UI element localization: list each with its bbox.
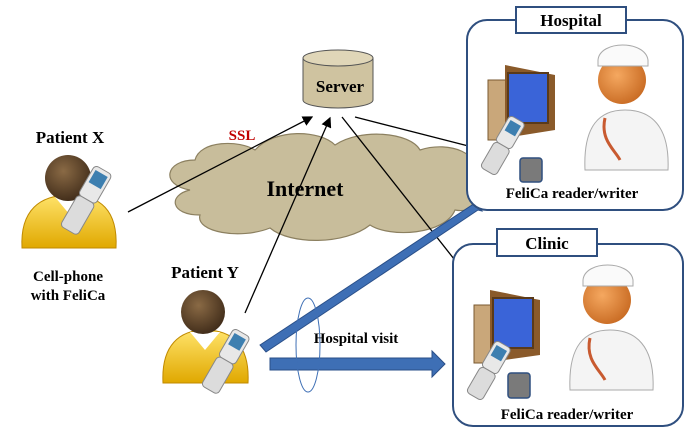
clinic-cellphone-icon	[466, 340, 511, 400]
clinic-doctor-icon	[569, 264, 654, 391]
internet-label: Internet	[267, 176, 345, 201]
cellphone-caption-line2: with FeliCa	[31, 288, 106, 304]
hospital-title: Hospital	[540, 11, 602, 30]
visit-loop-icon	[295, 297, 321, 393]
clinic-title: Clinic	[525, 234, 569, 253]
hospital-reader-label: FeliCa reader/writer	[506, 186, 639, 202]
server-label: Server	[316, 77, 365, 96]
clinic-reader-label: FeliCa reader/writer	[501, 407, 634, 423]
hospital-felica-reader-icon	[519, 157, 543, 183]
patient-x-label: Patient X	[36, 128, 105, 147]
patient-y-to-server-arrow	[244, 116, 332, 314]
patient-y-cellphone-icon	[201, 328, 250, 394]
hospital-visit-label: Hospital visit	[314, 331, 399, 347]
patient-y-label: Patient Y	[171, 263, 239, 282]
clinic-felica-reader-icon	[507, 372, 531, 399]
ssl-label: SSL	[229, 128, 256, 144]
patient-x-to-server-arrow	[127, 116, 314, 213]
clinic-computer-icon	[473, 290, 540, 399]
hospital-doctor-icon	[584, 44, 669, 171]
server-icon	[302, 49, 374, 109]
cellphone-caption-line1: Cell-phone	[33, 269, 103, 285]
patient-x-cellphone-icon	[60, 165, 112, 235]
hospital-visit-arrows	[259, 198, 483, 379]
hospital-cellphone-icon	[480, 115, 525, 175]
server-to-hospital-arrow	[354, 116, 486, 153]
